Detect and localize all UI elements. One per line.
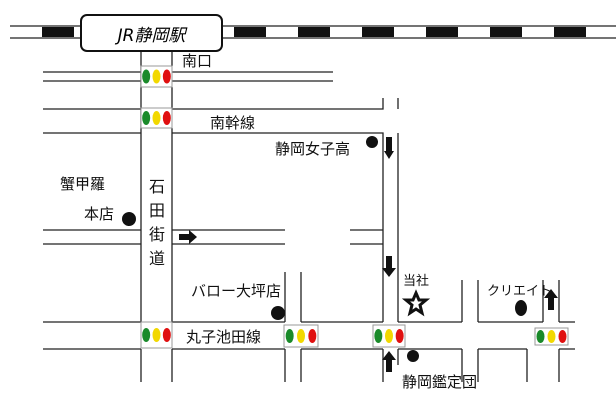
traffic-signal xyxy=(140,65,173,88)
signal-light xyxy=(142,111,151,125)
traffic-signal xyxy=(283,324,319,348)
markers xyxy=(122,136,558,372)
label-our-company: 当社 xyxy=(403,274,430,289)
signal-light xyxy=(395,329,404,343)
label-kanikora-main: 本店 xyxy=(84,205,115,223)
rail-tie xyxy=(426,27,458,37)
side-streets xyxy=(284,272,560,322)
rail-tie xyxy=(42,27,74,37)
signal-light xyxy=(385,329,393,343)
arrow-shaft xyxy=(386,137,392,151)
arrow-down-icon xyxy=(382,256,396,277)
rail-tie xyxy=(234,27,266,37)
south-streets xyxy=(140,349,560,382)
signal-light xyxy=(142,328,151,342)
nankan-road-top xyxy=(43,98,399,110)
arrow-up-icon xyxy=(544,289,558,310)
valor-marker xyxy=(271,306,285,320)
signal-light xyxy=(162,328,171,342)
signal-light xyxy=(152,111,161,125)
signal-light xyxy=(285,329,294,343)
label-valor: バロー大坪店 xyxy=(191,282,282,300)
label-kanikora: 蟹甲羅 xyxy=(60,175,106,193)
roads xyxy=(43,49,575,382)
traffic-signal xyxy=(140,107,173,129)
kanteidan-marker xyxy=(407,350,419,362)
label-ishida-kaido: 石田街道 xyxy=(146,178,165,274)
signal-light xyxy=(162,111,171,125)
rail-tie xyxy=(298,27,330,37)
label-kanteidan: 静岡鑑定団 xyxy=(402,373,478,391)
rail-tie xyxy=(490,27,522,37)
signal-light xyxy=(142,69,151,84)
signal-light xyxy=(308,329,317,343)
label-girls-high: 静岡女子高 xyxy=(275,140,351,158)
station-box: JR静岡駅 xyxy=(80,14,223,52)
traffic-signal xyxy=(534,327,569,346)
signal-light xyxy=(558,330,567,343)
kanikora-marker xyxy=(122,212,136,226)
signal-light xyxy=(547,330,556,343)
arrow-down-icon xyxy=(384,137,394,159)
side-road xyxy=(43,229,383,245)
star-icon xyxy=(401,289,431,317)
girls-high-marker xyxy=(366,136,378,148)
signal-light xyxy=(297,329,305,343)
rail-tie xyxy=(362,27,394,37)
signal-light xyxy=(536,330,545,343)
rail-tie xyxy=(554,27,586,37)
traffic-signal xyxy=(372,324,406,348)
signal-light xyxy=(374,329,383,343)
arrow-right-icon xyxy=(179,230,197,244)
traffic-signals xyxy=(140,65,569,349)
traffic-signal xyxy=(140,321,173,349)
south-exit-road xyxy=(43,71,333,82)
signal-light xyxy=(152,328,161,342)
station-name: JR静岡駅 xyxy=(117,25,186,46)
nankan-road-bottom xyxy=(43,132,399,322)
signal-light xyxy=(152,69,161,84)
label-nankan-line: 南幹線 xyxy=(210,114,256,132)
arrow-up-icon xyxy=(382,351,396,372)
ishida-kaido-road xyxy=(140,49,173,322)
signal-light xyxy=(162,69,171,84)
label-mariko-ikeda-line: 丸子池田線 xyxy=(186,328,262,346)
label-south-exit: 南口 xyxy=(182,52,213,70)
create-marker xyxy=(515,300,527,316)
label-create: クリエイト xyxy=(487,284,553,299)
